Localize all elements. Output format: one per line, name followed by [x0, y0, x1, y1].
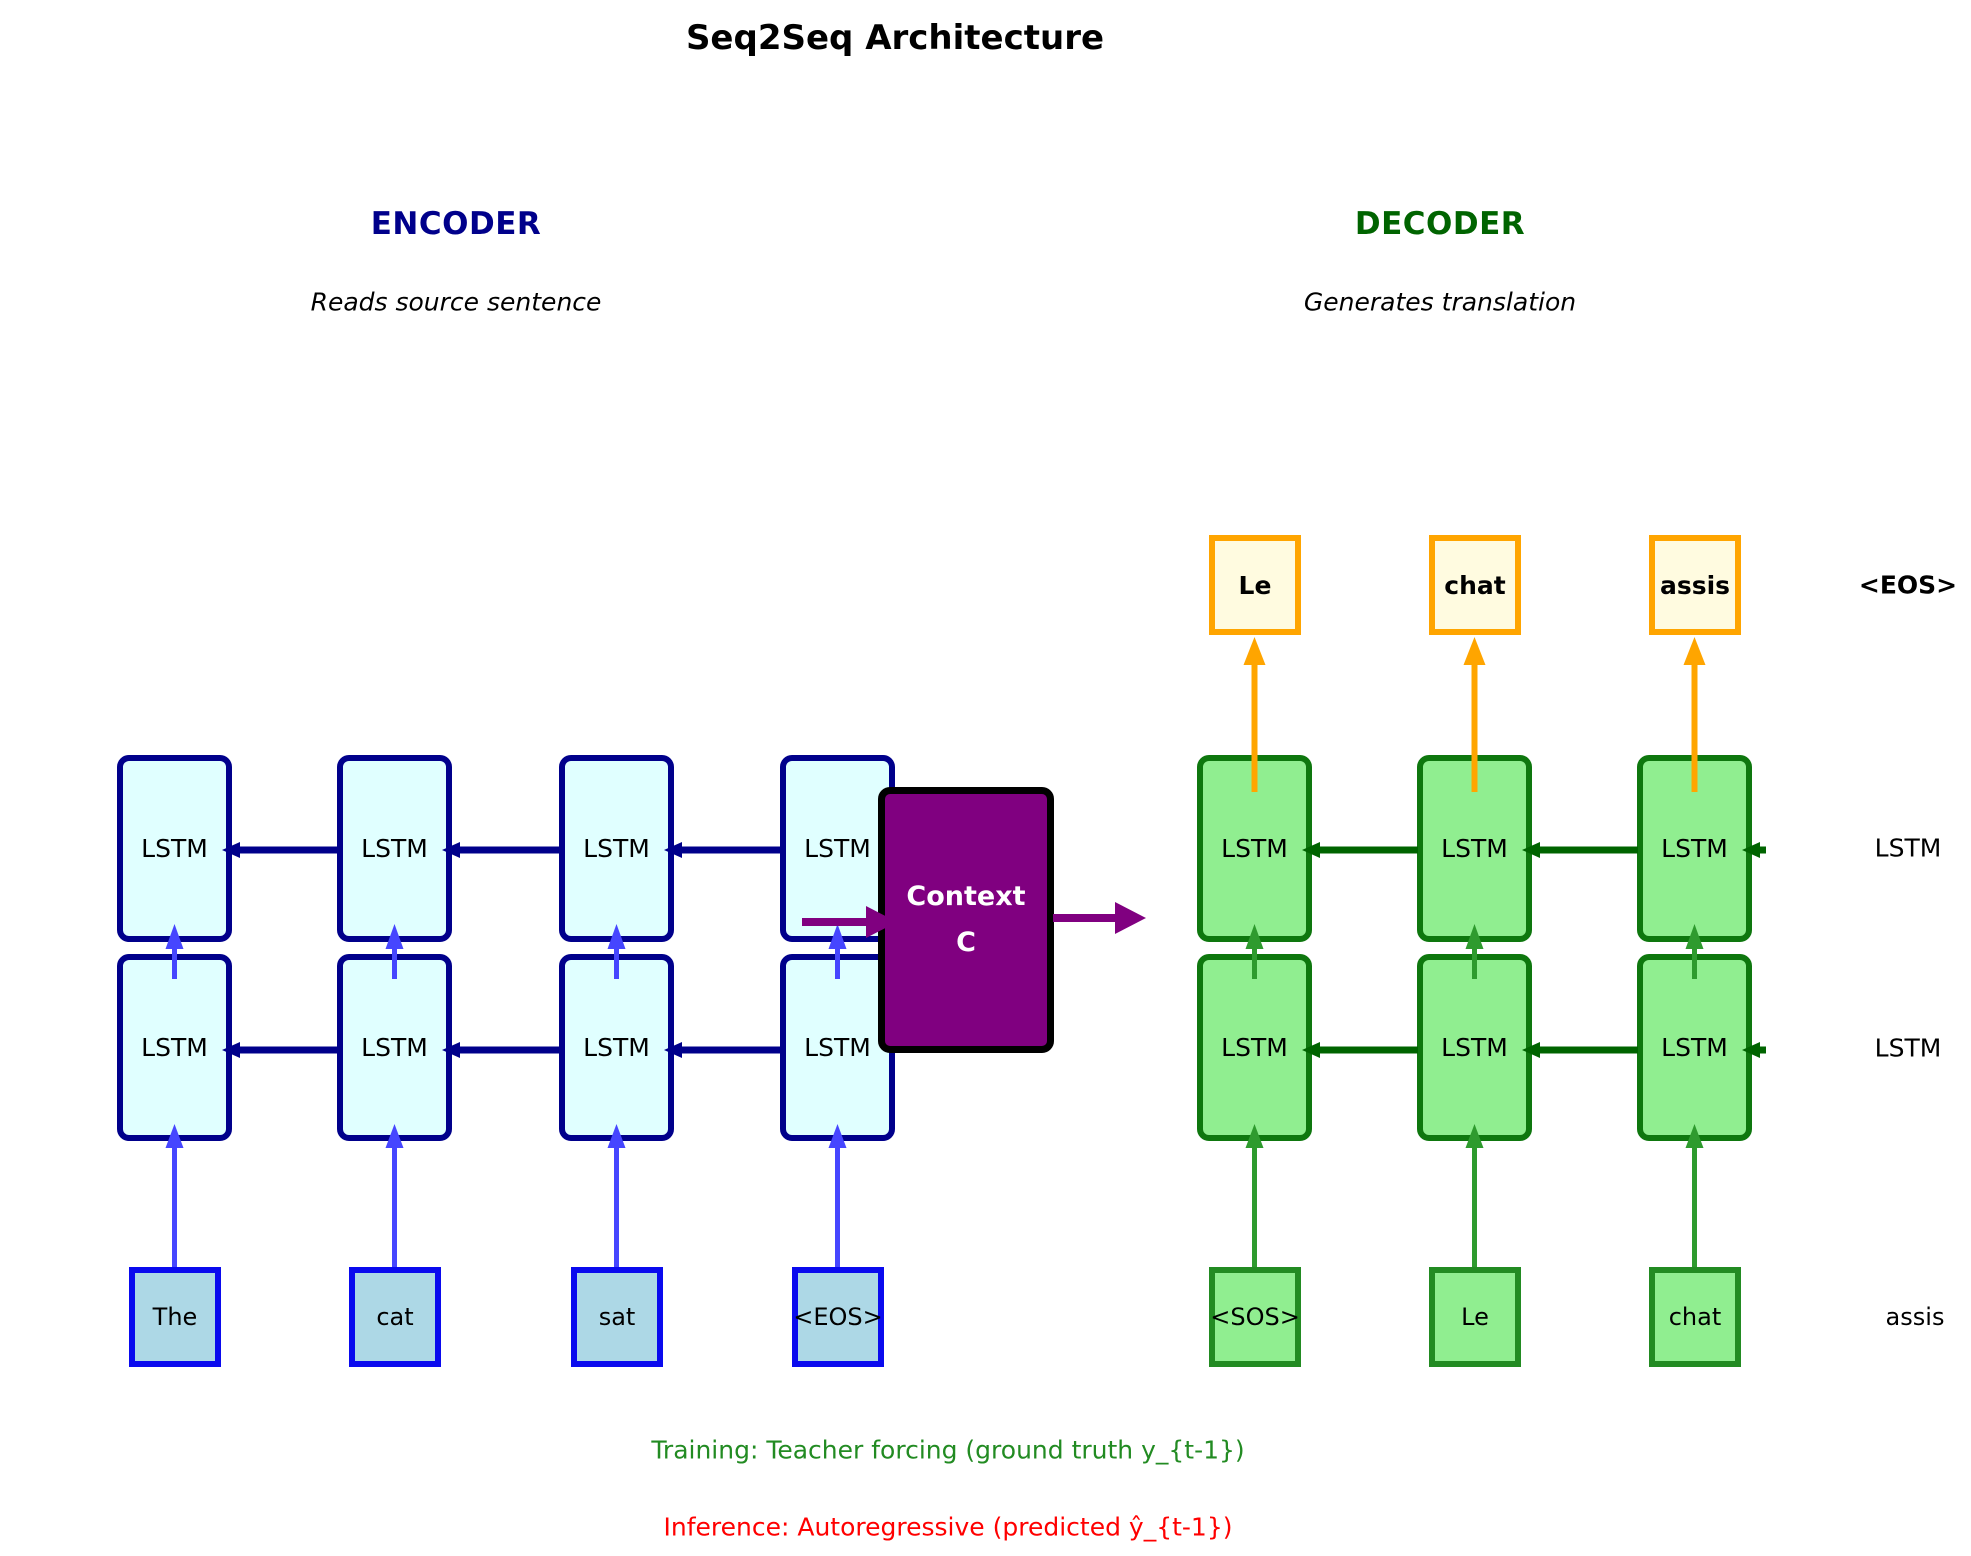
context-label-line1: Context: [906, 881, 1026, 913]
encoder-input-box: The: [129, 1267, 221, 1367]
decoder-lstm-box: LSTM: [1417, 954, 1532, 1141]
encoder-lstm-box: LSTM: [780, 755, 895, 942]
encoder-input-box: cat: [349, 1267, 441, 1367]
encoder-lstm-box: LSTM: [117, 755, 232, 942]
caption-inference: Inference: Autoregressive (predicted ŷ_{…: [663, 1512, 1233, 1542]
decoder-lstm-box: LSTM: [1197, 954, 1312, 1141]
decoder-lstm-box: LSTM: [1417, 755, 1532, 942]
encoder-lstm-box: LSTM: [337, 755, 452, 942]
decoder-heading: DECODER: [1354, 206, 1526, 242]
diagram-title: Seq2Seq Architecture: [685, 18, 1105, 58]
encoder-input-arrows: [165, 1124, 847, 1267]
decoder-input-text: assis: [1885, 1303, 1945, 1331]
decoder-lstm-box: LSTM: [1197, 755, 1312, 942]
encoder-subtitle: Reads source sentence: [310, 287, 602, 317]
decoder-input-arrows: [1245, 1124, 1704, 1267]
decoder-input-box: chat: [1649, 1267, 1741, 1367]
decoder-output-box: assis: [1649, 535, 1741, 635]
encoder-lstm-box: LSTM: [559, 755, 674, 942]
encoder-heading: ENCODER: [370, 206, 542, 242]
decoder-subtitle: Generates translation: [1303, 287, 1577, 317]
encoder-lstm-box: LSTM: [337, 954, 452, 1141]
decoder-lstm-label-text: LSTM: [1874, 833, 1942, 863]
encoder-input-box: sat: [571, 1267, 663, 1367]
encoder-lstm-box: LSTM: [559, 954, 674, 1141]
decoder-output-box: chat: [1429, 535, 1521, 635]
decoder-lstm-label-text: LSTM: [1874, 1033, 1942, 1063]
decoder-lstm-box: LSTM: [1637, 755, 1752, 942]
encoder-interlayer-arrows: [165, 924, 847, 979]
decoder-input-box: <SOS>: [1209, 1267, 1301, 1367]
decoder-output-text: <EOS>: [1858, 570, 1958, 600]
encoder-recurrent-connectors: [222, 842, 781, 1058]
caption-training: Training: Teacher forcing (ground truth …: [651, 1435, 1245, 1465]
context-label-line2: C: [956, 927, 976, 958]
context-vector-box: Context C: [878, 787, 1054, 1053]
decoder-output-box: Le: [1209, 535, 1301, 635]
decoder-lstm-box: LSTM: [1637, 954, 1752, 1141]
encoder-input-box: <EOS>: [792, 1267, 884, 1367]
decoder-input-box: Le: [1429, 1267, 1521, 1367]
encoder-lstm-box: LSTM: [117, 954, 232, 1141]
